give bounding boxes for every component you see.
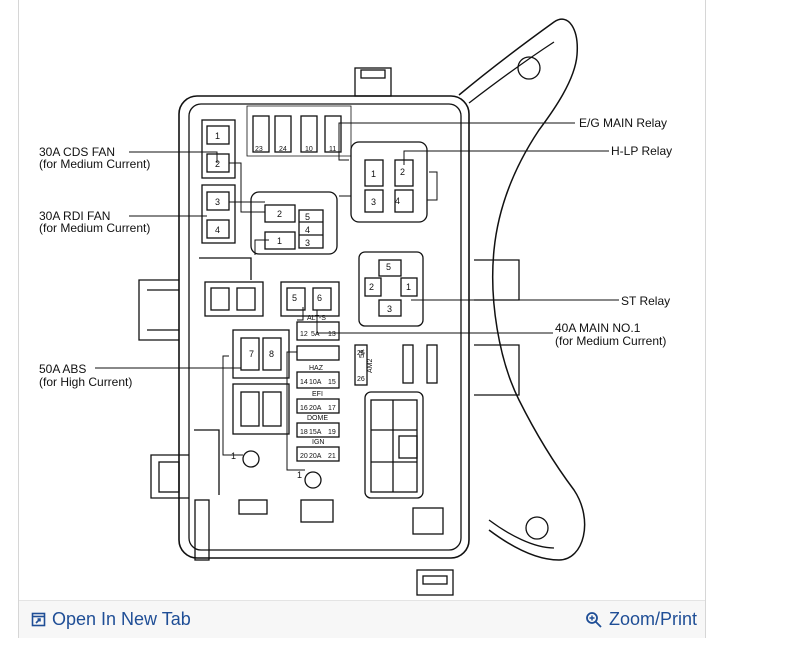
- svg-text:15: 15: [328, 379, 336, 386]
- open-new-tab-icon: [31, 612, 46, 627]
- svg-text:19: 19: [328, 429, 336, 436]
- fuse-box-diagram: 1 2 3 4 2 5 4 3 1 1 2 3 4 5 2 1 3 5 6 7 …: [39, 18, 672, 596]
- svg-text:4: 4: [215, 225, 220, 235]
- label-eg-main-relay: E/G MAIN Relay: [579, 116, 667, 130]
- fuse-label-haz: HAZ: [309, 365, 324, 372]
- svg-text:10: 10: [305, 146, 313, 153]
- label-abs: 50A ABS: [39, 362, 86, 376]
- magnifier-plus-icon: [585, 611, 603, 629]
- fuse-box-housing: [138, 67, 470, 596]
- zoom-print-label: Zoom/Print: [608, 609, 697, 629]
- svg-text:5: 5: [305, 212, 310, 222]
- svg-text:3: 3: [371, 197, 376, 207]
- label-hlp-relay: H-LP Relay: [611, 144, 672, 158]
- svg-text:2: 2: [400, 167, 405, 177]
- svg-text:1: 1: [277, 236, 282, 246]
- svg-text:5: 5: [292, 293, 297, 303]
- svg-text:1: 1: [406, 282, 411, 292]
- svg-text:16: 16: [300, 405, 308, 412]
- svg-text:1: 1: [297, 470, 302, 480]
- fuse-label-ign: IGN: [312, 439, 324, 446]
- label-main-no1-sub: (for Medium Current): [555, 334, 666, 348]
- middle-blocks: [204, 281, 340, 317]
- mini-fuse-column: [296, 321, 340, 462]
- mounting-bracket: [458, 18, 586, 561]
- ground-terminal: [242, 450, 260, 468]
- svg-text:26: 26: [357, 376, 365, 383]
- image-footer-bar: Open In New Tab Zoom/Print: [19, 600, 705, 638]
- svg-text:14: 14: [300, 379, 308, 386]
- svg-text:11: 11: [329, 146, 336, 153]
- fuse-label-alts: ALT-S: [307, 315, 326, 322]
- svg-text:18: 18: [300, 429, 308, 436]
- svg-text:7: 7: [249, 349, 254, 359]
- svg-text:1: 1: [231, 451, 236, 461]
- label-cds-fan-sub: (for Medium Current): [39, 157, 150, 171]
- terminal-numbers: 1 2 3 4 2 5 4 3 1 1 2 3 4 5 2 1 3 5 6 7 …: [215, 131, 411, 480]
- label-main-no1: 40A MAIN NO.1: [555, 321, 641, 335]
- fuse-amp-dome: 15A: [309, 429, 322, 436]
- svg-text:23: 23: [255, 146, 263, 153]
- label-cds-fan: 30A CDS FAN: [39, 145, 115, 159]
- fuse-amp-haz: 10A: [309, 379, 322, 386]
- leader-lines: [95, 122, 619, 471]
- svg-text:4: 4: [305, 225, 310, 235]
- svg-text:13: 13: [328, 331, 336, 338]
- zoom-print-link[interactable]: Zoom/Print: [585, 609, 697, 630]
- svg-text:12: 12: [300, 331, 308, 338]
- svg-text:17: 17: [328, 405, 336, 412]
- label-rdi-fan-sub: (for Medium Current): [39, 221, 150, 235]
- label-abs-sub: (for High Current): [39, 375, 132, 389]
- fuse-label-efi: EFI: [312, 391, 323, 398]
- fuse-amp-am2: 5A: [359, 349, 366, 358]
- svg-text:6: 6: [317, 293, 322, 303]
- svg-text:4: 4: [395, 196, 400, 206]
- fuse-label-am2: AM2: [367, 359, 374, 374]
- center-connector: [250, 191, 338, 255]
- fuse-amp-efi: 20A: [309, 405, 322, 412]
- svg-text:20: 20: [300, 453, 308, 460]
- svg-text:3: 3: [387, 304, 392, 314]
- svg-text:2: 2: [277, 209, 282, 219]
- image-viewer: 1 2 3 4 2 5 4 3 1 1 2 3 4 5 2 1 3 5 6 7 …: [18, 0, 706, 638]
- st-relay: [358, 251, 424, 327]
- am2-fuses: [354, 344, 438, 386]
- bottom-right-connector: [364, 391, 424, 499]
- svg-text:21: 21: [328, 453, 336, 460]
- fuse-label-dome: DOME: [307, 415, 328, 422]
- fuse-amp-ign: 20A: [309, 453, 322, 460]
- svg-text:3: 3: [305, 238, 310, 248]
- svg-text:1: 1: [371, 169, 376, 179]
- label-rdi-fan: 30A RDI FAN: [39, 209, 110, 223]
- svg-text:3: 3: [215, 197, 220, 207]
- abs-fuse-blocks: [232, 329, 290, 435]
- svg-text:1: 1: [215, 131, 220, 141]
- svg-text:2: 2: [369, 282, 374, 292]
- svg-text:5: 5: [386, 262, 391, 272]
- svg-text:2: 2: [215, 159, 220, 169]
- svg-text:8: 8: [269, 349, 274, 359]
- label-st-relay: ST Relay: [621, 294, 670, 308]
- hlp-relay: [350, 141, 428, 223]
- ground-terminal: [304, 471, 322, 489]
- svg-text:24: 24: [279, 146, 287, 153]
- fuse-amp-alts: 5A: [311, 331, 320, 338]
- open-in-new-tab-label: Open In New Tab: [52, 609, 191, 629]
- svg-text:25: 25: [357, 350, 365, 357]
- open-in-new-tab-link[interactable]: Open In New Tab: [31, 609, 191, 630]
